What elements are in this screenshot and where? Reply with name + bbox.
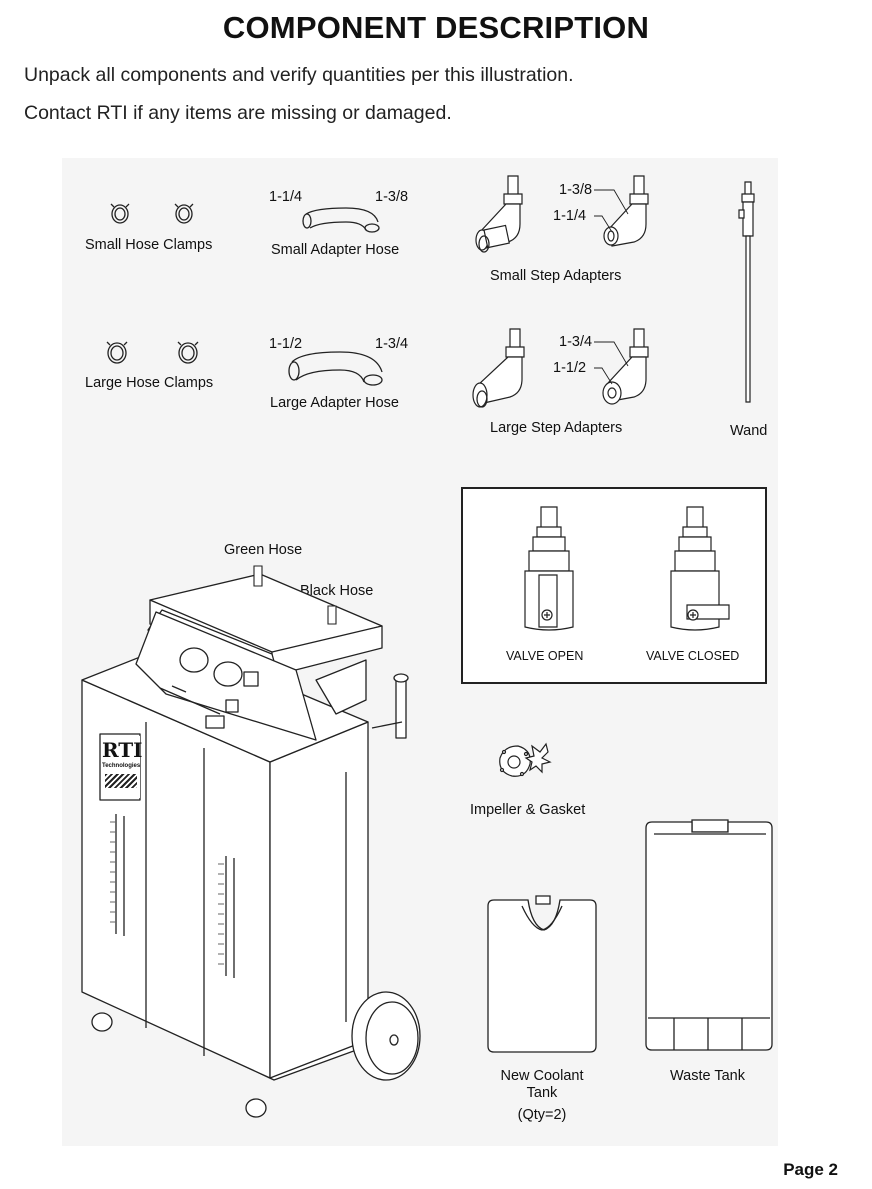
valve-closed-label: VALVE CLOSED (646, 649, 740, 663)
large-step-size-a: 1-3/4 (559, 334, 593, 350)
large-step-leader-lines (588, 340, 638, 390)
wand-drawing (736, 180, 760, 410)
small-adapter-size-left: 1-1/4 (269, 189, 303, 205)
large-step-adapters-label: Large Step Adapters (490, 420, 623, 436)
large-adapter-hose-drawing (284, 344, 400, 390)
large-step-size-b: 1-1/2 (553, 360, 587, 376)
large-adapter-size-left: 1-1/2 (269, 336, 303, 352)
rti-logo: RTI Technologies (102, 736, 143, 798)
new-coolant-tank-line1: New Coolant (500, 1068, 584, 1084)
valve-open-label: VALVE OPEN (506, 649, 584, 663)
large-adapter-hose-label: Large Adapter Hose (270, 395, 399, 411)
impeller-gasket-label: Impeller & Gasket (470, 802, 586, 818)
valve-detail-box: VALVE OPEN VALVE CLOSED (461, 487, 767, 684)
small-hose-clamps-label: Small Hose Clamps (85, 237, 213, 253)
rti-logo-sub: Technologies (102, 763, 141, 769)
waste-tank-drawing (644, 818, 774, 1050)
small-adapter-hose-label: Small Adapter Hose (271, 242, 400, 258)
page-title: COMPONENT DESCRIPTION (222, 10, 650, 45)
new-coolant-tank-line2: Tank (526, 1085, 558, 1101)
rti-logo-stripes (105, 774, 137, 788)
large-adapter-size-right: 1-3/4 (375, 336, 409, 352)
small-adapter-size-right: 1-3/8 (375, 189, 409, 205)
valve-closed-drawing (665, 505, 735, 633)
waste-tank-label: Waste Tank (670, 1068, 745, 1084)
large-hose-clamps-label: Large Hose Clamps (85, 375, 214, 391)
wand-label: Wand (730, 423, 768, 439)
small-step-size-b: 1-1/4 (553, 208, 587, 224)
black-hose-label: Black Hose (300, 583, 374, 599)
intro-line-1: Unpack all components and verify quantit… (24, 64, 574, 86)
page-number: Page 2 (783, 1160, 838, 1179)
coolant-machine-drawing (76, 560, 422, 1120)
new-coolant-tank-qty: (Qty=2) (517, 1107, 567, 1123)
green-hose-label: Green Hose (224, 542, 303, 558)
small-step-adapters-label: Small Step Adapters (490, 268, 622, 284)
small-step-size-a: 1-3/8 (559, 182, 593, 198)
large-step-adapters-drawing (468, 325, 668, 415)
small-adapter-hose-drawing (296, 200, 396, 240)
impeller-gasket-drawing (494, 738, 554, 788)
new-coolant-tank-drawing (486, 894, 598, 1054)
large-hose-clamps-drawing (104, 338, 204, 370)
small-step-leader-lines (588, 188, 638, 238)
intro-line-2: Contact RTI if any items are missing or … (24, 102, 452, 124)
small-step-adapters-drawing (470, 172, 670, 264)
valve-open-drawing (519, 505, 579, 633)
rti-logo-brand: RTI (102, 738, 143, 762)
small-hose-clamps-drawing (108, 200, 198, 230)
